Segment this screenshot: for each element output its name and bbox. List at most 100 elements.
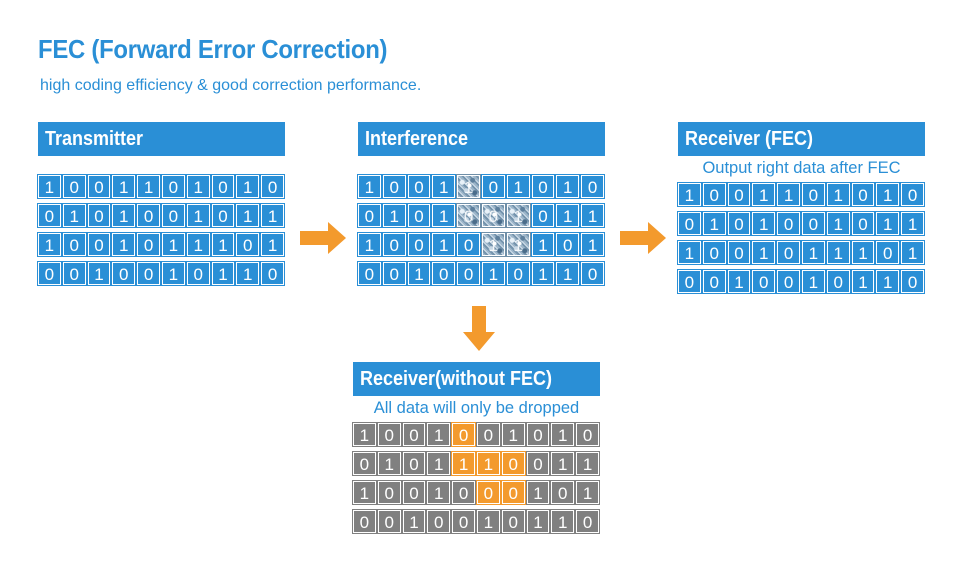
bit-cell: 0 <box>475 422 501 447</box>
bit-cell: 1 <box>426 480 452 505</box>
noisy-bit-cell: 0 <box>480 203 506 228</box>
bit-cell: 1 <box>875 269 901 294</box>
bit-cell: 0 <box>401 422 427 447</box>
noisy-bit-cell: 1 <box>456 174 481 199</box>
error-bit-cell: 0 <box>451 422 476 447</box>
bit-cell: 1 <box>111 203 137 228</box>
bit-cell: 1 <box>580 232 605 257</box>
bit-cell: 1 <box>160 232 186 257</box>
bit-cell: 0 <box>136 261 161 286</box>
bit-cell: 0 <box>381 261 407 286</box>
error-bit-cell: 0 <box>475 480 501 505</box>
bit-cell: 1 <box>111 232 137 257</box>
receiver-fec-header: Receiver (FEC) <box>678 122 925 156</box>
noisy-bit-cell: 1 <box>480 232 506 257</box>
bit-cell: 1 <box>900 211 925 236</box>
bit-cell: 0 <box>260 174 285 199</box>
bit-cell: 0 <box>505 261 531 286</box>
bit-cell: 1 <box>677 182 702 207</box>
bit-cell: 0 <box>580 261 605 286</box>
bit-cell: 0 <box>86 232 112 257</box>
bit-cell: 0 <box>185 261 211 286</box>
right-arrow-icon <box>300 222 346 254</box>
bit-cell: 1 <box>136 174 161 199</box>
transmitter-header: Transmitter <box>38 122 285 156</box>
bit-cell: 0 <box>900 182 925 207</box>
bit-cell: 1 <box>825 211 851 236</box>
bit-cell: 0 <box>875 240 901 265</box>
bit-cell: 1 <box>751 182 777 207</box>
bit-cell: 0 <box>426 509 452 534</box>
bit-cell: 0 <box>260 261 285 286</box>
bit-cell: 0 <box>726 182 752 207</box>
bit-cell: 1 <box>555 174 581 199</box>
bit-cell: 1 <box>401 509 427 534</box>
bit-cell: 0 <box>136 232 161 257</box>
error-bit-cell: 0 <box>500 451 526 476</box>
bit-cell: 1 <box>37 232 62 257</box>
error-bit-cell: 0 <box>500 480 526 505</box>
bit-cell: 0 <box>61 232 87 257</box>
error-bit-cell: 1 <box>475 451 501 476</box>
bit-cell: 1 <box>235 261 261 286</box>
bit-cell: 0 <box>86 203 112 228</box>
bit-cell: 0 <box>37 261 62 286</box>
noisy-bit-cell: 0 <box>456 203 481 228</box>
bit-cell: 0 <box>86 174 112 199</box>
bit-cell: 0 <box>701 269 727 294</box>
bit-cell: 0 <box>550 480 576 505</box>
bit-cell: 1 <box>875 211 901 236</box>
interference-header: Interference <box>358 122 605 156</box>
bit-cell: 0 <box>431 261 457 286</box>
bit-cell: 0 <box>451 509 476 534</box>
bit-cell: 0 <box>900 269 925 294</box>
bit-cell: 0 <box>776 211 801 236</box>
bit-cell: 0 <box>401 480 427 505</box>
bit-cell: 0 <box>357 203 382 228</box>
bit-cell: 0 <box>800 211 826 236</box>
bit-cell: 1 <box>575 451 600 476</box>
bit-cell: 1 <box>555 261 581 286</box>
bit-cell: 1 <box>480 261 506 286</box>
bit-cell: 1 <box>235 174 261 199</box>
bit-cell: 1 <box>185 174 211 199</box>
bit-cell: 1 <box>900 240 925 265</box>
bit-cell: 1 <box>505 174 531 199</box>
bit-cell: 0 <box>456 232 481 257</box>
bit-cell: 0 <box>381 174 407 199</box>
bit-cell: 1 <box>677 240 702 265</box>
bit-cell: 1 <box>550 451 576 476</box>
bit-cell: 0 <box>406 232 432 257</box>
bit-cell: 1 <box>61 203 87 228</box>
bit-cell: 0 <box>61 174 87 199</box>
bit-cell: 1 <box>352 480 377 505</box>
bit-cell: 1 <box>431 203 457 228</box>
bit-cell: 1 <box>525 509 551 534</box>
bit-cell: 0 <box>376 480 402 505</box>
bit-cell: 0 <box>235 232 261 257</box>
bit-cell: 1 <box>235 203 261 228</box>
bit-cell: 1 <box>530 261 556 286</box>
bit-cell: 0 <box>525 451 551 476</box>
noisy-bit-cell: 1 <box>505 232 531 257</box>
bit-cell: 0 <box>136 203 161 228</box>
bit-cell: 1 <box>185 232 211 257</box>
bit-cell: 0 <box>61 261 87 286</box>
bit-cell: 1 <box>555 203 581 228</box>
receiver-no-fec-header: Receiver(without FEC) <box>353 362 600 396</box>
bit-cell: 0 <box>357 261 382 286</box>
bit-cell: 1 <box>825 240 851 265</box>
bit-cell: 0 <box>111 261 137 286</box>
